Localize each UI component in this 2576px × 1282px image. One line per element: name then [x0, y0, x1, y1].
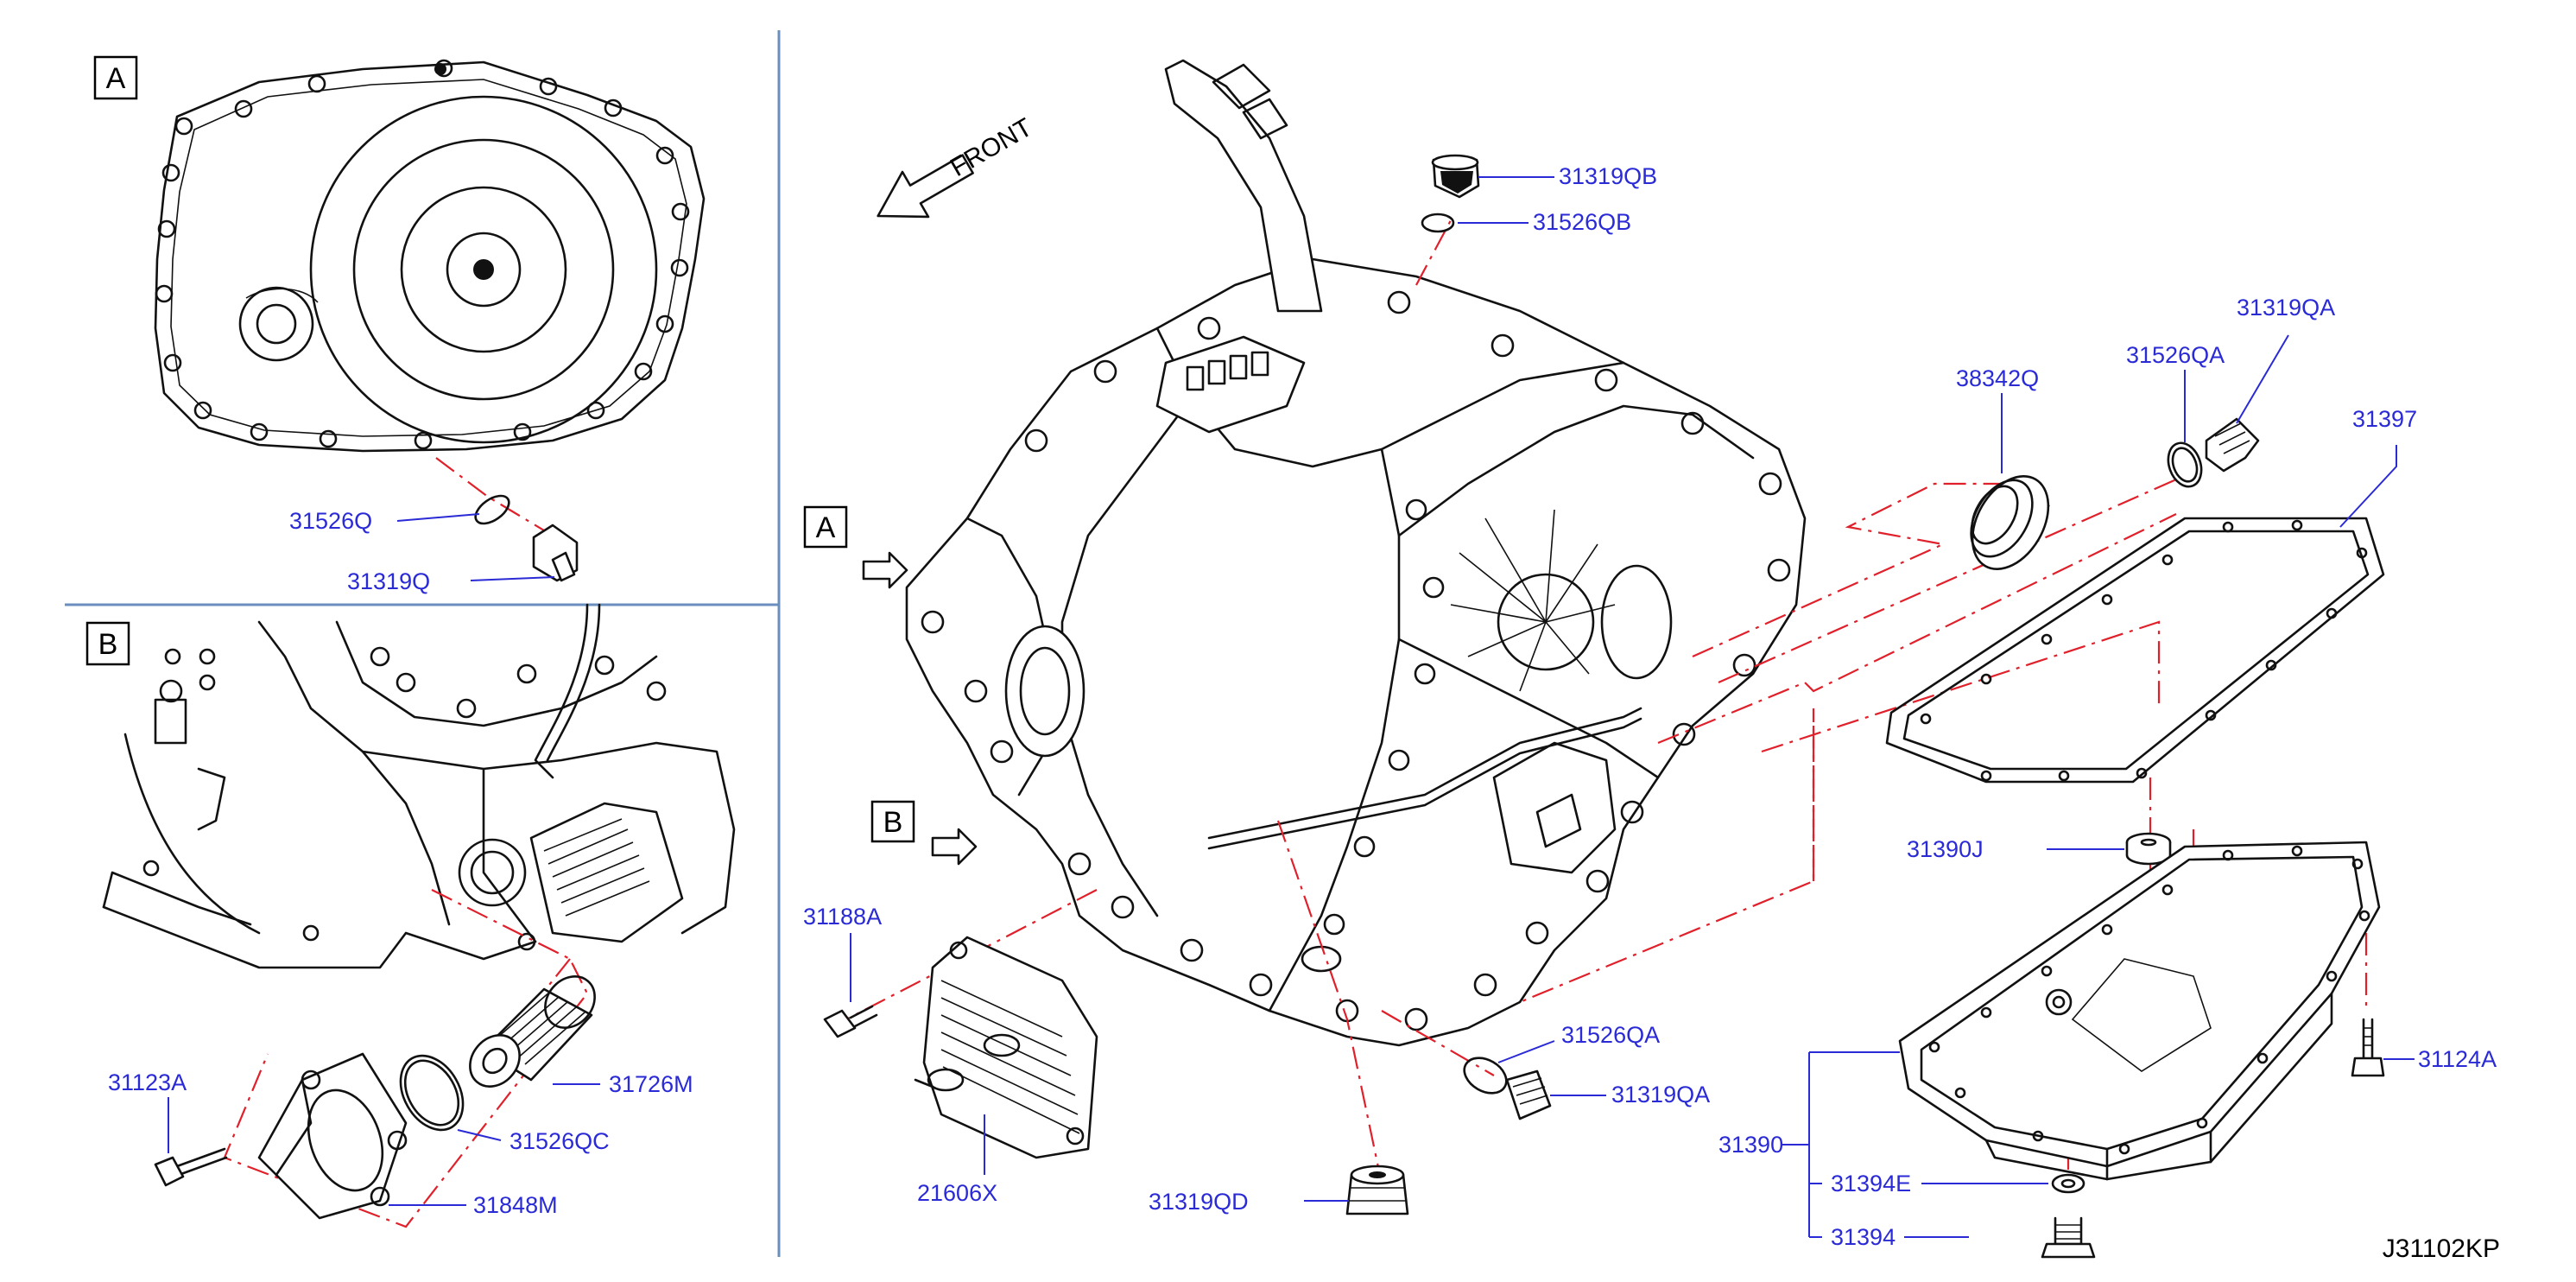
part-31123A-label[interactable]: 31123A	[108, 1069, 187, 1095]
washer-31526QA-mid	[1463, 1057, 1508, 1095]
part-31124A-label[interactable]: 31124A	[2418, 1046, 2497, 1072]
section-a: A	[93, 55, 706, 594]
part-31397-label[interactable]: 31397	[2352, 406, 2417, 432]
washer-31526QA-top	[2167, 441, 2203, 488]
part-31319QB-label[interactable]: 31319QB	[1559, 163, 1657, 189]
part-31319QD-label[interactable]: 31319QD	[1149, 1189, 1249, 1215]
section-a-box	[93, 55, 138, 100]
part-31188A-label[interactable]: 31188A	[803, 904, 882, 930]
bell-housing	[154, 59, 706, 453]
callout-a-arrow	[862, 551, 908, 589]
part-31394E-label[interactable]: 31394E	[1831, 1171, 1911, 1196]
bolt-31123A	[154, 1147, 228, 1187]
part-31390-label[interactable]: 31390	[1718, 1132, 1783, 1158]
washer-31526Q	[474, 494, 510, 525]
part-31526QA-top-label[interactable]: 31526QA	[2126, 342, 2225, 368]
callout-a-box	[803, 505, 848, 549]
plug-31319QD	[1345, 1165, 1409, 1215]
part-31319QA-mid-label[interactable]: 31319QA	[1611, 1082, 1710, 1107]
section-a-letter: A	[106, 62, 126, 95]
part-31319Q-label[interactable]: 31319Q	[347, 568, 430, 594]
bolt-31188A	[823, 1005, 878, 1038]
section-b-housing	[102, 603, 736, 969]
oil-pan-31390	[1898, 841, 2381, 1181]
oring-31526QC	[399, 1054, 465, 1132]
seal-38342Q	[1970, 474, 2050, 571]
callout-a-letter: A	[816, 511, 836, 544]
gasket-31397	[1885, 517, 2385, 784]
plug-31319QA-top	[2205, 417, 2260, 473]
callout-b-box	[870, 800, 915, 843]
bolt-31124A	[2351, 1018, 2385, 1077]
part-31390J-label[interactable]: 31390J	[1907, 836, 1984, 862]
transaxle-case	[905, 59, 1807, 1047]
part-21606X-label[interactable]: 21606X	[917, 1180, 997, 1206]
filter-31726M	[469, 975, 596, 1088]
part-31848M-label[interactable]: 31848M	[473, 1192, 558, 1218]
section-b-box	[85, 621, 130, 666]
diagram-code: J31102KP	[2383, 1234, 2500, 1263]
magnet-31390J	[2125, 832, 2172, 866]
cover-31848M	[257, 1052, 408, 1220]
part-31319QA-top-label[interactable]: 31319QA	[2237, 295, 2335, 320]
callout-b-letter: B	[883, 806, 903, 839]
washer-31526QB	[1421, 213, 1455, 233]
part-31726M-label[interactable]: 31726M	[609, 1071, 693, 1097]
front-arrow	[877, 154, 974, 219]
part-31394-label[interactable]: 31394	[1831, 1224, 1896, 1250]
part-31526Q-label[interactable]: 31526Q	[289, 508, 372, 534]
main-assembly: FRONT A B	[803, 59, 2497, 1259]
section-b: B	[85, 603, 736, 1228]
washer-31394E	[2051, 1173, 2085, 1194]
callout-b-arrow	[931, 828, 978, 866]
plug-31319QB	[1431, 154, 1480, 199]
oil-cooler-21606X	[914, 936, 1098, 1159]
front-label: FRONT	[946, 113, 1037, 182]
centerline-filter	[223, 889, 589, 1228]
part-31526QC-label[interactable]: 31526QC	[510, 1128, 610, 1154]
centerline-31319Q	[435, 457, 571, 554]
section-b-letter: B	[98, 628, 118, 661]
drain-plug-31394	[2041, 1216, 2096, 1259]
plug-31319Q	[532, 524, 579, 582]
part-31526QA-mid-label[interactable]: 31526QA	[1561, 1022, 1660, 1048]
part-38342Q-label[interactable]: 38342Q	[1956, 365, 2039, 391]
part-31526QB-label[interactable]: 31526QB	[1533, 209, 1631, 235]
plug-31319QA-mid	[1505, 1069, 1552, 1120]
